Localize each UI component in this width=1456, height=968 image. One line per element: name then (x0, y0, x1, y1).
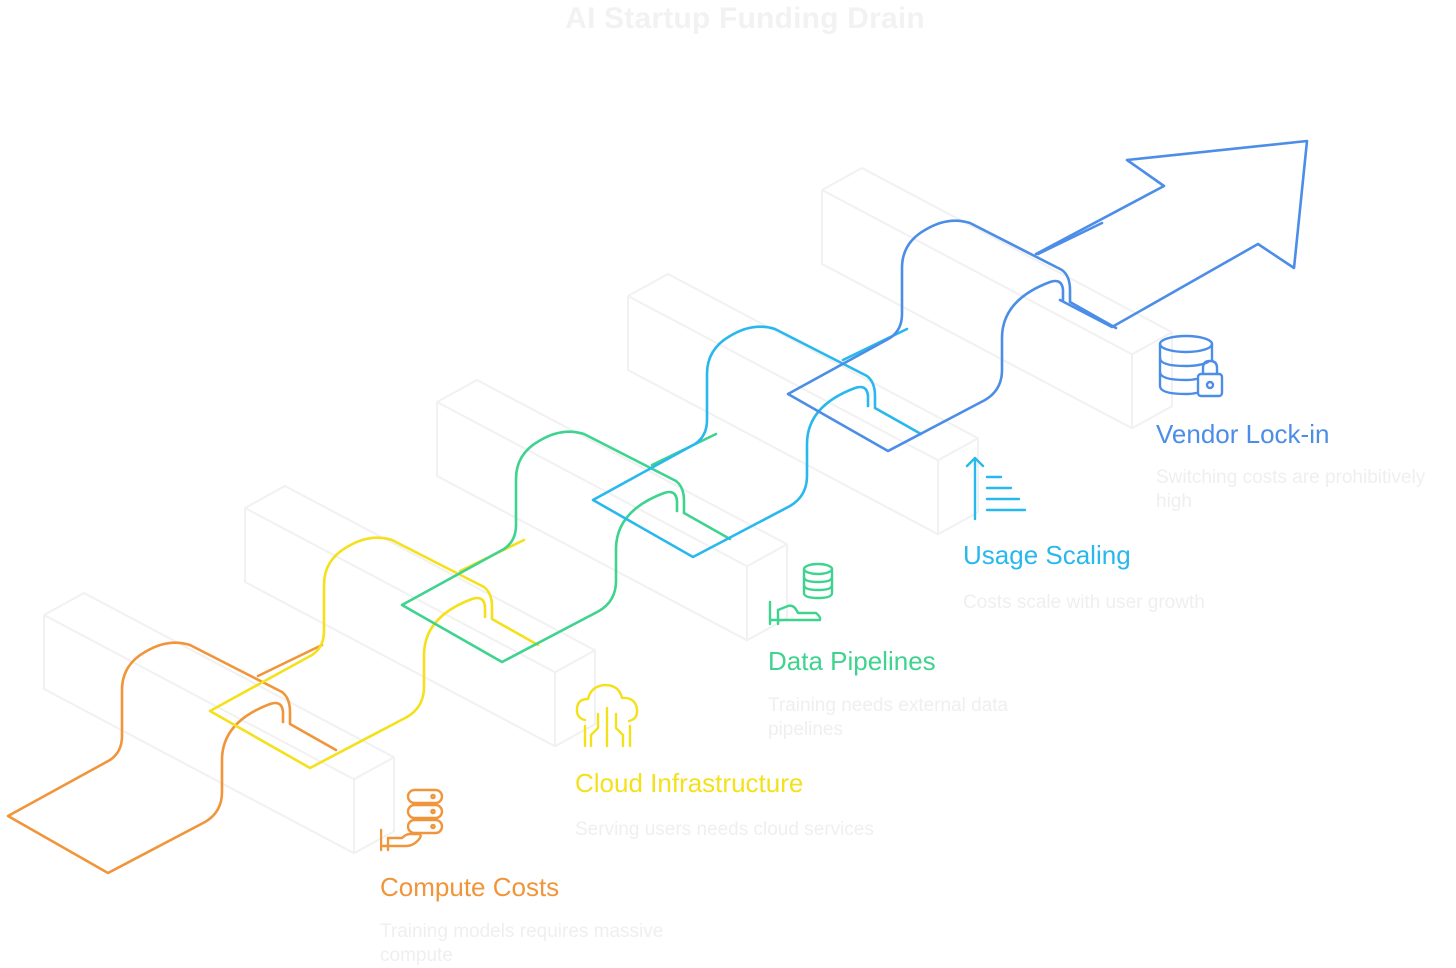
ribbon-segment-vendor-lock-in (786, 219, 1118, 453)
step-vendor-lock-in: Vendor Lock-in Switching costs are prohi… (1156, 334, 1456, 524)
step-title: Usage Scaling (963, 540, 1131, 570)
ribbon-segment-usage-scaling (591, 325, 923, 559)
background-block (244, 485, 596, 748)
step-usage-scaling: Usage Scaling Costs scale with user grow… (963, 455, 1263, 625)
database-lock-icon (1158, 334, 1224, 398)
background-block (436, 379, 788, 642)
diagram-title: AI Startup Funding Drain (565, 2, 925, 35)
step-description: Training needs external data pipelines (768, 695, 1009, 740)
background-block (821, 167, 1173, 430)
sort-ascending-icon (965, 456, 1027, 521)
server-stack-hand-icon (380, 788, 444, 852)
step-cloud-infrastructure: Cloud Infrastructure Serving users needs… (575, 680, 915, 850)
database-hand-icon (768, 562, 834, 626)
step-title: Compute Costs (380, 872, 560, 902)
ribbon-segment-data-pipelines (400, 430, 732, 664)
step-data-pipelines: Data Pipelines Training needs external d… (768, 560, 1058, 750)
background-block (43, 592, 395, 855)
ribbon-segment-cloud-infrastructure (208, 536, 540, 770)
step-description: Switching costs are prohibitively high (1156, 467, 1426, 512)
step-description: Serving users needs cloud services (575, 819, 874, 840)
progress-arrow-head (1034, 139, 1309, 329)
step-title: Cloud Infrastructure (575, 768, 804, 798)
step-description: Training models requires massive compute (380, 921, 664, 966)
step-title: Vendor Lock-in (1156, 419, 1330, 449)
step-compute-costs: Compute Costs Training models requires m… (380, 786, 710, 966)
step-title: Data Pipelines (768, 646, 936, 676)
background-block (627, 273, 979, 536)
ribbon-segment-compute-costs (6, 641, 338, 875)
step-description: Costs scale with user growth (963, 592, 1205, 613)
cloud-circuit-icon (575, 683, 639, 748)
